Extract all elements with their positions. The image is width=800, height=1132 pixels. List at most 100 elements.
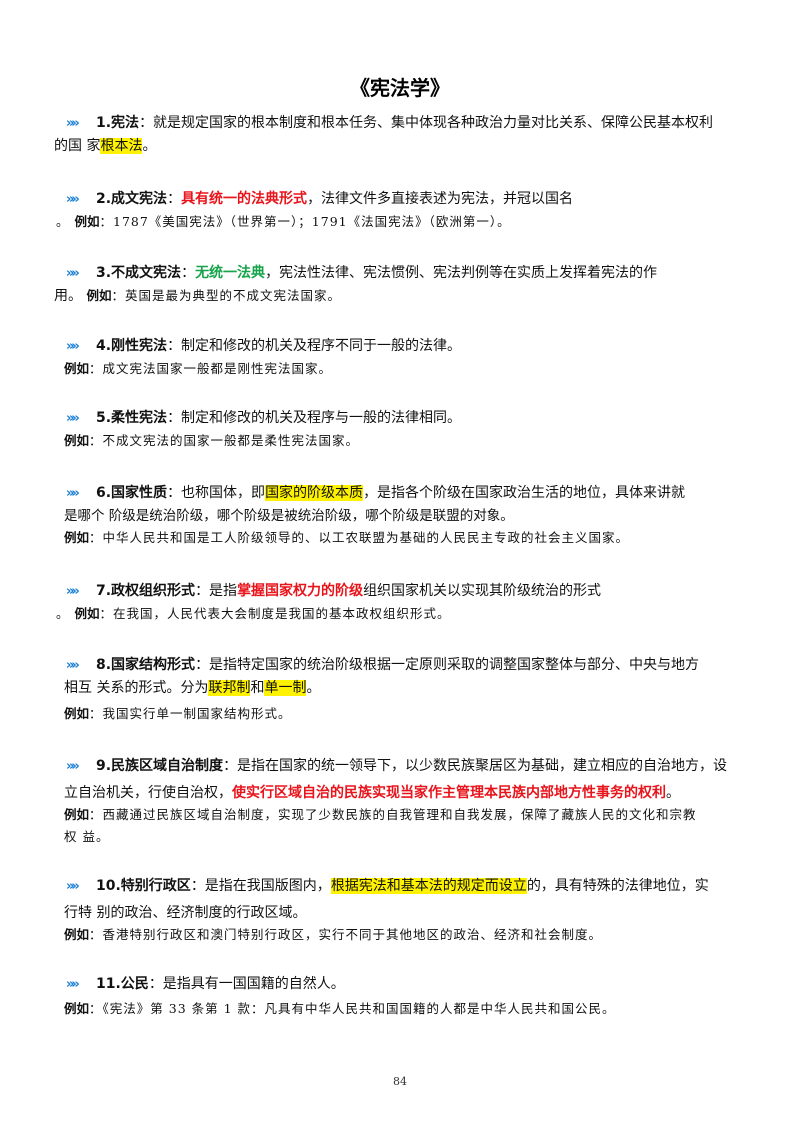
definition-text: ：是指在国家的统一领导下，以少数民族聚居区为基础，建立相应的自治地方，设 [223, 758, 728, 774]
bullet-icon: »» [66, 584, 80, 599]
example-line: 。 例如：在我国，人民代表大会制度是我国的基本政权组织形式。 [56, 603, 746, 625]
example-text: 权 益。 [64, 829, 110, 844]
term: 10.特别行政区 [96, 878, 191, 894]
entry-1: »» 1.宪法：就是规定国家的根本制度和根本任务、集中体现各种政治力量对比关系、保… [54, 112, 746, 157]
definition-text: 行特 别的政治、经济制度的行政区域。 [64, 905, 307, 921]
definition-text: ：制定和修改的机关及程序与一般的法律相同。 [167, 410, 462, 426]
entry-3: »» 3.不成文宪法：无统一法典，宪法性法律、宪法惯例、宪法判例等在实质上发挥着宪… [54, 262, 746, 307]
definition-text: 组织国家机关以实现其阶级统治的形式 [363, 583, 602, 599]
example-label: 例如 [64, 433, 90, 448]
page-title: 《宪法学》 [350, 76, 450, 100]
example-text: ：在我国，人民代表大会制度是我国的基本政权组织形式。 [99, 606, 451, 621]
term: 4.刚性宪法 [96, 338, 168, 354]
definition-text: ，法律文件多直接表述为宪法，并冠以国名 [307, 191, 574, 207]
term: 6.国家性质 [96, 485, 168, 501]
example-label: 例如 [64, 706, 90, 721]
example-text: ：我国实行单一制国家结构形式。 [89, 706, 292, 721]
term: 7.政权组织形式 [96, 583, 196, 599]
entry-6: »» 6.国家性质：也称国体，即国家的阶级本质，是指各个阶级在国家政治生活的地位，… [64, 482, 746, 549]
highlight-text: 根据宪法和基本法的规定而设立 [330, 878, 527, 894]
entry-4: »» 4.刚性宪法：制定和修改的机关及程序不同于一般的法律。 例如：成文宪法国家一… [64, 335, 746, 380]
definition-text: 的，具有特殊的法律地位，实 [526, 878, 709, 894]
example-text: ：香港特别行政区和澳门特别行政区，实行不同于其他地区的政治、经济和社会制度。 [89, 927, 603, 942]
example-line: 例如：西藏通过民族区域自治制度，实现了少数民族的自我管理和自我发展，保障了藏族人… [64, 804, 746, 826]
example-text: ：中华人民共和国是工人阶级领导的、以工农联盟为基础的人民民主专政的社会主义国家。 [89, 530, 630, 545]
example-line: 例如：《宪法》第 33 条第 1 款：凡具有中华人民共和国国籍的人都是中华人民共… [64, 998, 746, 1020]
definition-text: 。 [142, 138, 157, 154]
emphasis-text: 无统一法典 [195, 265, 266, 281]
entry-7: »»7.政权组织形式：是指掌握国家权力的阶级组织国家机关以实现其阶级统治的形式 … [56, 580, 746, 625]
definition-text: 的国 家 [54, 138, 101, 154]
term: 8.国家结构形式 [96, 657, 196, 673]
term: 2.成文宪法 [96, 191, 168, 207]
definition-text: ：制定和修改的机关及程序不同于一般的法律。 [167, 338, 462, 354]
definition-text: ： [167, 191, 182, 207]
highlight-text: 单一制 [264, 680, 307, 696]
entry-10: »» 10.特别行政区：是指在我国版图内，根据宪法和基本法的规定而设立的，具有特殊… [64, 875, 746, 946]
definition-text: ，是指各个阶级在国家政治生活的地位，具体来讲就 [363, 485, 686, 501]
definition-text: 和 [250, 680, 265, 696]
highlight-text: 联邦制 [208, 680, 251, 696]
bullet-icon: »» [66, 339, 80, 354]
definition-text: ：是指 [195, 583, 238, 599]
definition-text: ：是指在我国版图内， [190, 878, 331, 894]
bullet-icon: »» [66, 192, 80, 207]
example-label: 例如 [64, 807, 90, 822]
entry-8: »» 8.国家结构形式：是指特定国家的统治阶级根据一定原则采取的调整国家整体与部分… [64, 654, 746, 725]
punctuation: 。 [56, 606, 75, 621]
example-line: 例如：香港特别行政区和澳门特别行政区，实行不同于其他地区的政治、经济和社会制度。 [64, 924, 746, 946]
example-text: ：1787《美国宪法》（世界第一）；1791《法国宪法》（欧洲第一）。 [99, 214, 511, 229]
entry-11: »»11.公民：是指具有一国国籍的自然人。 例如：《宪法》第 33 条第 1 款… [64, 973, 746, 1020]
definition-text: ：是指特定国家的统治阶级根据一定原则采取的调整国家整体与部分、中央与地方 [195, 657, 700, 673]
highlight-text: 国家的阶级本质 [265, 485, 364, 501]
example-text: ：不成文宪法的国家一般都是柔性宪法国家。 [89, 433, 360, 448]
example-line: 例如：成文宪法国家一般都是刚性宪法国家。 [64, 358, 746, 380]
example-label: 例如 [64, 530, 90, 545]
example-line: 。 例如：1787《美国宪法》（世界第一）；1791《法国宪法》（欧洲第一）。 [56, 211, 746, 233]
bullet-icon: »» [66, 411, 80, 426]
example-text: ：成文宪法国家一般都是刚性宪法国家。 [89, 361, 333, 376]
definition-text: 。 [666, 785, 680, 801]
example-text: ：英国是最为典型的不成文宪法国家。 [111, 288, 341, 303]
definition-text: ：就是规定国家的根本制度和根本任务、集中体现各种政治力量对比关系、保障公民基本权… [139, 115, 714, 131]
example-label: 例如 [74, 214, 100, 229]
definition-text: 立自治机关，行使自治权， [64, 785, 232, 801]
page-number: 84 [393, 1075, 407, 1088]
example-text: ：西藏通过民族区域自治制度，实现了少数民族的自我管理和自我发展，保障了藏族人民的… [89, 807, 697, 822]
punctuation: 。 [56, 214, 75, 229]
example-line: 例如：不成文宪法的国家一般都是柔性宪法国家。 [64, 430, 746, 452]
bullet-icon: »» [66, 759, 80, 774]
definition-text: 用。 [54, 288, 87, 304]
bullet-icon: »» [66, 977, 80, 992]
definition-text: ： [181, 265, 196, 281]
definition-text: 相互 关系的形式。分为 [64, 680, 209, 696]
definition-text: ：是指具有一国国籍的自然人。 [148, 976, 345, 992]
emphasis-text: 使实行区域自治的民族实现当家作主管理本民族内部地方性事务的权利 [232, 785, 666, 801]
highlight-text: 根本法 [100, 138, 143, 154]
definition-text: 是哪个 阶级是统治阶级，哪个阶级是被统治阶级，哪个阶级是联盟的对象。 [64, 508, 514, 524]
term: 3.不成文宪法 [96, 265, 182, 281]
example-label: 例如 [74, 606, 100, 621]
example-text: ：《宪法》第 33 条第 1 款：凡具有中华人民共和国国籍的人都是中华人民共和国… [89, 1001, 616, 1016]
example-label: 例如 [64, 927, 90, 942]
bullet-icon: »» [66, 879, 80, 894]
definition-text: ：也称国体，即 [167, 485, 266, 501]
example-label: 例如 [64, 361, 90, 376]
emphasis-text: 掌握国家权力的阶级 [237, 583, 364, 599]
term: 9.民族区域自治制度 [96, 758, 224, 774]
term: 5.柔性宪法 [96, 410, 168, 426]
example-label: 例如 [64, 1001, 90, 1016]
entry-5: »» 5.柔性宪法：制定和修改的机关及程序与一般的法律相同。 例如：不成文宪法的国… [64, 407, 746, 452]
bullet-icon: »» [66, 486, 80, 501]
definition-text: ，宪法性法律、宪法惯例、宪法判例等在实质上发挥着宪法的作 [265, 265, 658, 281]
example-label: 例如 [86, 288, 112, 303]
definition-text: 。 [306, 680, 321, 696]
entry-2: »» 2.成文宪法：具有统一的法典形式，法律文件多直接表述为宪法，并冠以国名 。 … [56, 188, 746, 233]
emphasis-text: 具有统一的法典形式 [181, 191, 308, 207]
bullet-icon: »» [66, 116, 80, 131]
example-line: 例如：中华人民共和国是工人阶级领导的、以工农联盟为基础的人民民主专政的社会主义国… [64, 527, 746, 549]
bullet-icon: »» [66, 266, 80, 281]
bullet-icon: »» [66, 658, 80, 673]
example-line: 例如：我国实行单一制国家结构形式。 [64, 703, 746, 725]
term: 1.宪法 [96, 115, 140, 131]
